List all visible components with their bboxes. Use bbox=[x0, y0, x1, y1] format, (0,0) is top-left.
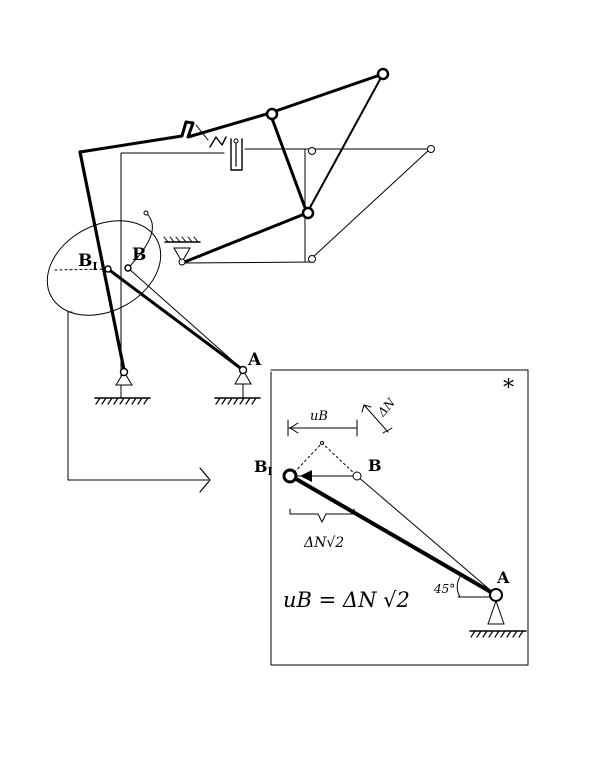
detail-joint-b1 bbox=[282, 468, 298, 484]
dimension-ub: uB bbox=[287, 409, 358, 437]
thin-frame bbox=[120, 152, 225, 381]
detail-label-b: B bbox=[368, 456, 382, 475]
joint-b1-main bbox=[104, 265, 112, 273]
fixed-pivot-upper bbox=[163, 236, 201, 266]
thin-frame-bottom bbox=[181, 261, 313, 264]
label-a-main: A bbox=[247, 350, 262, 370]
detail-link-b1-a bbox=[289, 474, 498, 597]
link-upper-right bbox=[268, 72, 385, 115]
detail-frame bbox=[270, 369, 529, 666]
link-inner-diagonal bbox=[268, 111, 309, 215]
link-lower bbox=[180, 211, 309, 265]
joint-top-right bbox=[376, 67, 390, 81]
svg-text:45°: 45° bbox=[433, 582, 455, 596]
joint-frame-bottom bbox=[308, 255, 316, 263]
detail-label-b1: BI bbox=[254, 457, 273, 478]
thin-parallel-right bbox=[311, 148, 431, 259]
dotted-construction bbox=[290, 442, 358, 477]
svg-text:uB: uB bbox=[310, 409, 328, 424]
equation-text: uB = ΔN √2 bbox=[283, 588, 410, 612]
ellipse-dotted-line bbox=[54, 268, 109, 271]
link-b1-to-a bbox=[106, 267, 245, 372]
detail-panel: * uB ΔN BI B bbox=[254, 369, 529, 666]
svg-text:ΔN: ΔN bbox=[374, 395, 398, 420]
ground-pivot-a bbox=[214, 365, 261, 405]
detail-arrow-head bbox=[300, 470, 312, 482]
detail-link-b-a bbox=[356, 475, 497, 596]
detail-zone-ellipse bbox=[46, 220, 162, 316]
detail-ground-pivot-a bbox=[469, 588, 527, 638]
left-vertical-bar bbox=[78, 150, 126, 372]
detail-star: * bbox=[503, 376, 514, 401]
link-b-to-a bbox=[127, 267, 244, 371]
link-right-diagonal bbox=[306, 73, 384, 214]
label-b-main: B bbox=[132, 245, 146, 265]
label-b1-main: BI bbox=[78, 251, 98, 273]
main-mechanism: BI B A bbox=[46, 67, 435, 493]
svg-text:ΔN√2: ΔN√2 bbox=[303, 535, 344, 551]
slider-guide bbox=[209, 136, 243, 171]
arc-b-to-b1 bbox=[127, 212, 153, 269]
joint-b-main bbox=[124, 264, 132, 272]
joint-top-middle bbox=[265, 107, 279, 121]
dimension-delta-n-sqrt2: ΔN√2 bbox=[289, 508, 355, 551]
joint-mid-right bbox=[301, 206, 315, 220]
top-bar-with-break bbox=[78, 111, 272, 154]
joint-frame-top bbox=[308, 147, 316, 155]
joint-far-right bbox=[427, 145, 435, 153]
detail-label-a: A bbox=[496, 568, 510, 587]
detail-leader-arrow bbox=[67, 311, 209, 481]
detail-joint-b bbox=[352, 471, 362, 481]
dimension-delta-n: ΔN bbox=[361, 395, 398, 434]
ground-pivot-left bbox=[94, 367, 151, 405]
